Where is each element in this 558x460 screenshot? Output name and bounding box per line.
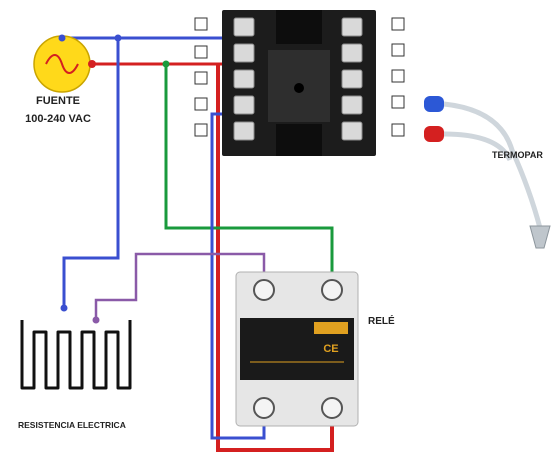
signal-wire-relay-minus (210, 112, 266, 440)
symbol-icon (194, 71, 208, 85)
heater-wire-relay (94, 252, 266, 320)
controller-bottom-slot (276, 124, 322, 156)
thermocouple-label: TERMOPAR (492, 150, 543, 160)
heater-coil-icon (20, 320, 132, 390)
screw-icon (321, 397, 343, 419)
sine-wave-icon (45, 54, 79, 74)
controller-right-terminals (341, 17, 363, 141)
controller-center-hole (294, 83, 304, 93)
solid-state-relay: CE RELÉ (235, 271, 395, 427)
symbol-icon (391, 17, 405, 31)
thermocouple-red-connector (424, 126, 444, 142)
terminal-4 (233, 95, 255, 115)
junction-dot (114, 34, 122, 42)
temperature-controller (194, 10, 405, 156)
terminal-9 (341, 95, 363, 115)
relay-face-brand-box (314, 322, 348, 334)
controller-left-terminals (233, 17, 255, 141)
terminal-2 (233, 43, 255, 63)
heater-label: RESISTENCIA ELECTRICA (18, 420, 126, 430)
symbol-icon (194, 123, 208, 137)
right-terminal-symbols (391, 17, 405, 137)
terminal-dot (58, 34, 66, 42)
wires (60, 34, 543, 452)
thermocouple-blue-connector (424, 96, 444, 112)
terminal-7 (341, 43, 363, 63)
screw-icon (253, 397, 275, 419)
thermocouple-wire (443, 101, 543, 229)
thermocouple-wire-2 (443, 131, 513, 162)
thermocouple-probe: TERMOPAR (424, 96, 551, 249)
terminal-6 (341, 17, 363, 37)
terminal-dot (88, 60, 96, 68)
relay-label: RELÉ (368, 314, 395, 327)
live-wire-relay (216, 64, 334, 452)
power-source-voltage-label: 100-240 VAC (25, 113, 91, 125)
symbol-icon (194, 45, 208, 59)
symbol-icon (391, 95, 405, 109)
symbol-icon (391, 43, 405, 57)
junction-dot (60, 304, 68, 312)
junction-dot (92, 316, 100, 324)
junction-dot (162, 60, 170, 68)
controller-top-slot (276, 10, 322, 44)
symbol-icon (391, 69, 405, 83)
power-source: FUENTE 100-240 VAC (25, 34, 96, 125)
relay-ce-mark: CE (323, 343, 338, 355)
terminal-10 (341, 121, 363, 141)
terminal-1 (233, 17, 255, 37)
heating-element: RESISTENCIA ELECTRICA (18, 320, 132, 430)
symbol-icon (194, 17, 208, 31)
screw-icon (321, 279, 343, 301)
screw-icon (253, 279, 275, 301)
terminal-5 (233, 121, 255, 141)
symbol-icon (194, 97, 208, 111)
terminal-8 (341, 69, 363, 89)
terminal-3 (233, 69, 255, 89)
thermocouple-tip-icon (529, 225, 551, 249)
neutral-wire-heater (62, 38, 120, 308)
power-source-label: FUENTE (36, 95, 80, 107)
relay-screws (253, 279, 343, 419)
symbol-icon (391, 123, 405, 137)
left-terminal-symbols (194, 17, 208, 137)
signal-wire-relay-plus (164, 64, 334, 286)
